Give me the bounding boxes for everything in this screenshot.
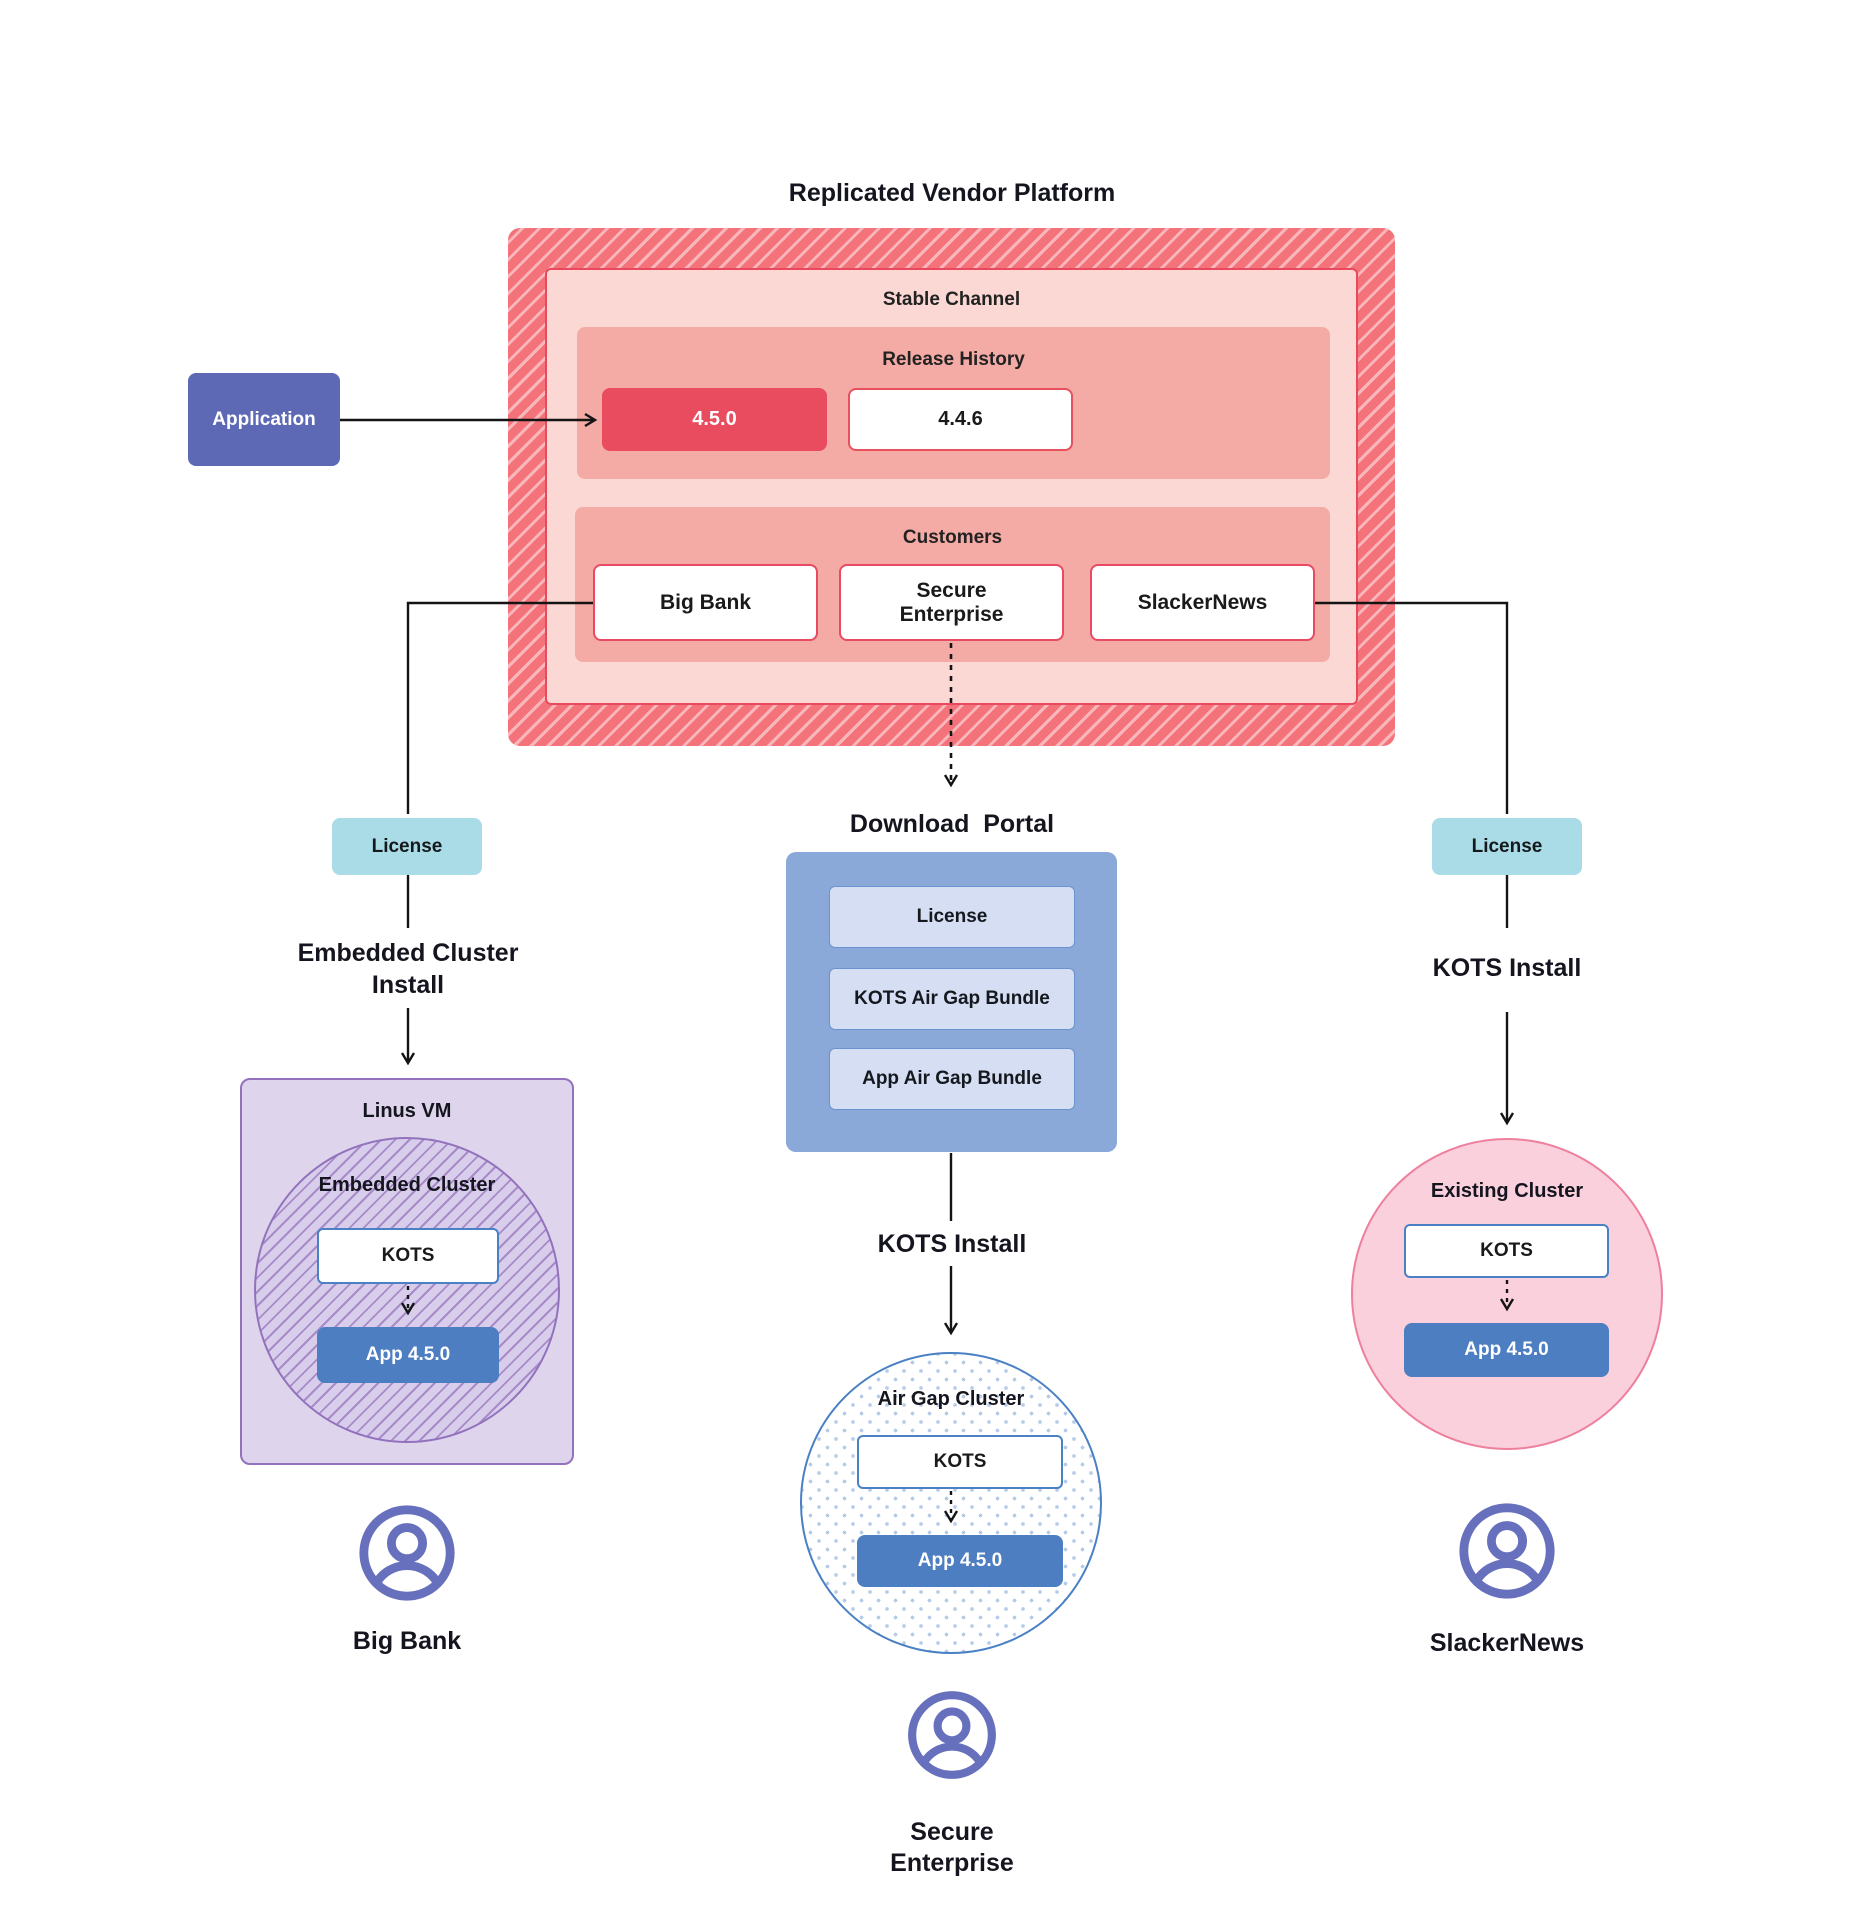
user-icon-big-bank <box>359 1505 455 1601</box>
slackernews-user-label: SlackerNews <box>1429 1629 1585 1658</box>
release-history-label: Release History <box>882 349 1025 370</box>
big-bank-user-label: Big Bank <box>352 1627 462 1656</box>
embedded-cluster-label: Embedded Cluster <box>318 1173 496 1196</box>
app-box-left: App 4.5.0 <box>317 1327 499 1383</box>
linus-vm-label: Linus VM <box>362 1099 452 1122</box>
app-box-middle: App 4.5.0 <box>857 1535 1063 1587</box>
kots-install-label-middle: KOTS Install <box>877 1229 1027 1258</box>
kots-box-right: KOTS <box>1404 1224 1609 1278</box>
existing-cluster-label: Existing Cluster <box>1430 1179 1584 1202</box>
license-box-left: License <box>332 818 482 875</box>
user-icon-secure-enterprise <box>908 1691 996 1779</box>
air-gap-cluster-label: Air Gap Cluster <box>877 1387 1025 1410</box>
customer-slackernews: SlackerNews <box>1090 564 1315 641</box>
kots-install-label-right: KOTS Install <box>1432 953 1582 982</box>
application-box: Application <box>188 373 340 466</box>
portal-item-kots-airgap-bundle: KOTS Air Gap Bundle <box>829 968 1075 1030</box>
embedded-cluster-install-label: Embedded Cluster Install <box>297 938 519 1000</box>
kots-box-middle: KOTS <box>857 1435 1063 1489</box>
secure-enterprise-user-label: Secure Enterprise <box>890 1817 1014 1877</box>
portal-item-app-airgap-bundle: App Air Gap Bundle <box>829 1048 1075 1110</box>
customer-secure-enterprise: Secure Enterprise <box>839 564 1064 641</box>
release-version-current: 4.5.0 <box>602 388 827 451</box>
kots-box-left: KOTS <box>317 1228 499 1284</box>
page-title: Replicated Vendor Platform <box>788 178 1116 207</box>
customer-big-bank: Big Bank <box>593 564 818 641</box>
license-box-right: License <box>1432 818 1582 875</box>
customers-label: Customers <box>902 527 1003 548</box>
app-box-right: App 4.5.0 <box>1404 1323 1609 1377</box>
portal-item-license: License <box>829 886 1075 948</box>
stable-channel-label: Stable Channel <box>882 289 1021 310</box>
release-version-previous: 4.4.6 <box>848 388 1073 451</box>
user-icon-slackernews <box>1459 1503 1555 1599</box>
download-portal-label: Download Portal <box>849 809 1055 838</box>
